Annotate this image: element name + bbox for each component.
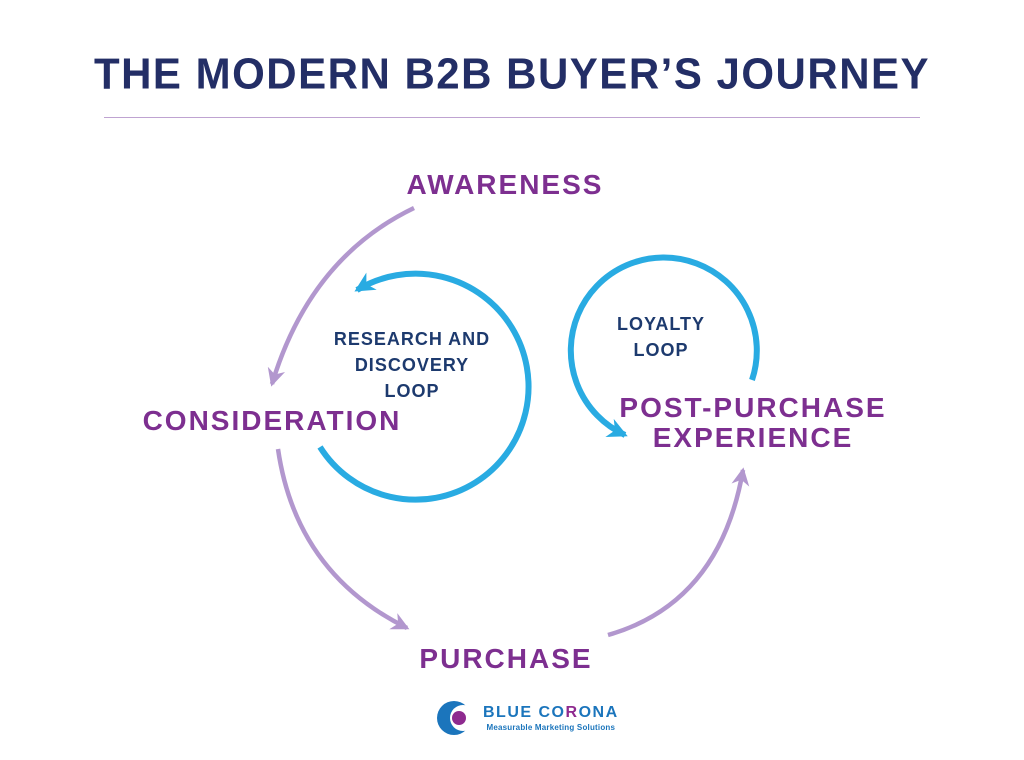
stage-post-purchase-line1: POST-PURCHASE (619, 392, 887, 423)
research-discovery-loop-arc (317, 270, 532, 503)
loyalty-loop-arc (567, 254, 760, 438)
loyalty-loop-label: LOYALTY LOOP (617, 311, 705, 363)
logo-text: BLUE CORONA Measurable Marketing Solutio… (483, 704, 619, 732)
arc-awareness-to-consideration (267, 205, 415, 387)
stage-purchase: PURCHASE (419, 643, 593, 674)
crescent-logo-icon (437, 701, 476, 735)
title-divider (104, 117, 920, 118)
logo-wordmark: BLUE CORONA (483, 704, 619, 722)
logo-name-highlight: R (565, 704, 579, 721)
stage-awareness: AWARENESS (406, 169, 604, 200)
logo-name-part2: ONA (578, 704, 619, 721)
loyalty-loop-line1: LOYALTY (616, 314, 706, 334)
stage-post-purchase: POST-PURCHASE EXPERIENCE (619, 393, 886, 453)
stage-post-purchase-line2: EXPERIENCE (652, 422, 854, 453)
research-loop-line2: DISCOVERY (354, 355, 470, 375)
research-discovery-loop-label: RESEARCH AND DISCOVERY LOOP (334, 326, 490, 404)
blue-corona-logo: BLUE CORONA Measurable Marketing Solutio… (436, 698, 619, 738)
loyalty-loop-line2: LOOP (633, 340, 689, 360)
research-loop-line1: RESEARCH AND (333, 329, 491, 349)
stage-consideration: CONSIDERATION (142, 405, 402, 436)
arc-consideration-to-purchase (275, 448, 410, 631)
research-loop-line3: LOOP (384, 381, 440, 401)
page-title: THE MODERN B2B BUYER’S JOURNEY (93, 49, 931, 98)
crescent-purple-dot (452, 711, 466, 725)
logo-name-part1: BLUE CO (483, 704, 566, 721)
arc-purchase-to-postpurchase (607, 467, 750, 638)
logo-tagline: Measurable Marketing Solutions (486, 723, 616, 732)
